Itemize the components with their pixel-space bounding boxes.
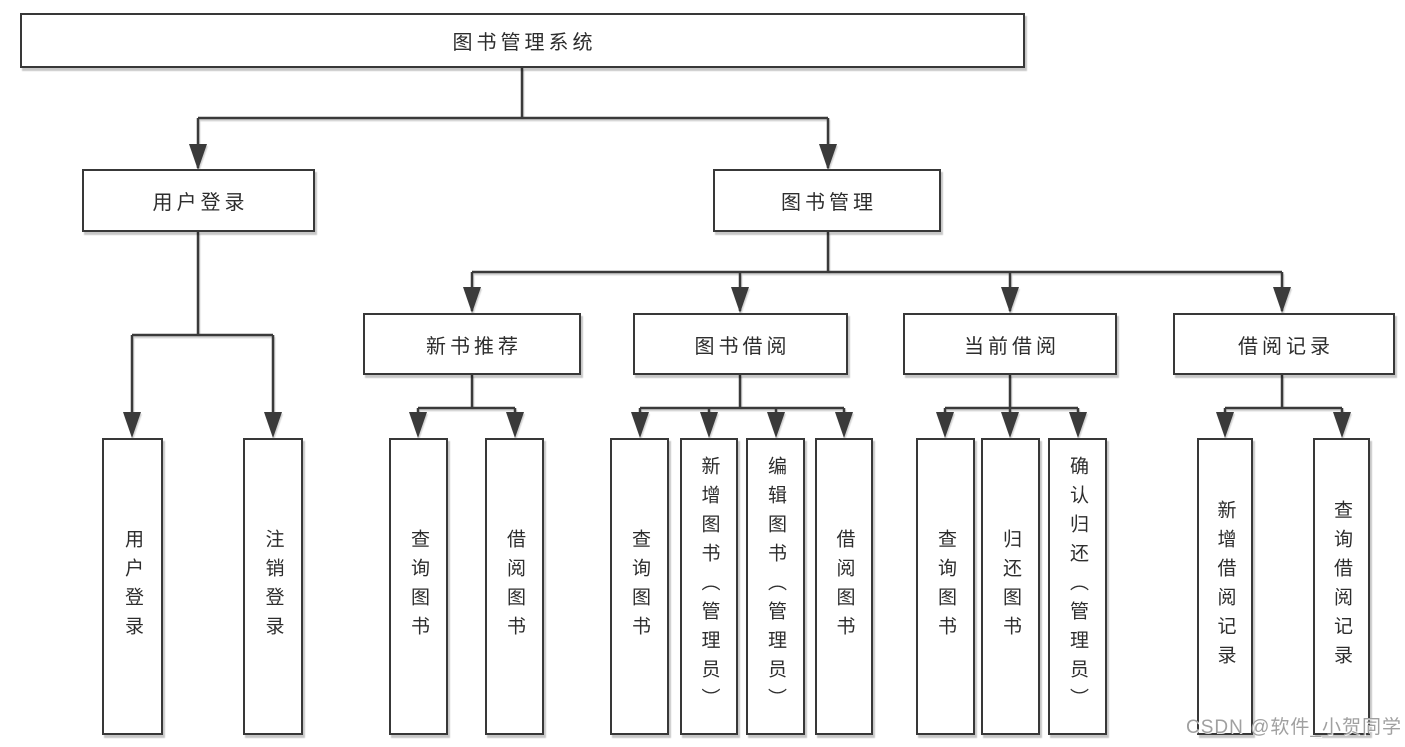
- leaf-edit-books-admin: 编辑图书（管理员）: [746, 438, 805, 735]
- leaf-label: 借阅图书: [504, 528, 525, 645]
- node-new-book-recommend: 新书推荐: [363, 313, 581, 375]
- leaf-label: 归还图书: [1000, 528, 1021, 645]
- node-label: 当前借阅: [964, 335, 1060, 358]
- leaf-borrow-books-recommend: 借阅图书: [485, 438, 544, 735]
- node-label: 用户登录: [152, 192, 249, 214]
- node-book-management-branch: 图书管理: [713, 169, 941, 232]
- node-label: 借阅记录: [1238, 335, 1334, 358]
- leaf-user-login: 用户登录: [102, 438, 163, 735]
- leaf-query-books-borrowing: 查询图书: [610, 438, 669, 735]
- node-label: 新书推荐: [426, 335, 522, 358]
- leaf-label: 查询图书: [935, 528, 956, 645]
- leaf-label: 借阅图书: [833, 528, 855, 645]
- node-label: 图书管理: [781, 192, 877, 214]
- leaf-query-books-current: 查询图书: [916, 438, 975, 735]
- leaf-confirm-return-admin: 确认归还（管理员）: [1048, 438, 1107, 735]
- leaf-label: 新增图书（管理员）: [698, 456, 720, 717]
- leaf-borrow-books-borrowing: 借阅图书: [815, 438, 873, 735]
- leaf-add-books-admin: 新增图书（管理员）: [680, 438, 738, 735]
- node-book-borrowing: 图书借阅: [633, 313, 848, 375]
- leaf-add-borrow-record: 新增借阅记录: [1197, 438, 1253, 735]
- leaf-label: 用户登录: [122, 528, 143, 645]
- leaf-label: 查询图书: [629, 528, 650, 645]
- node-label: 图书借阅: [694, 335, 791, 358]
- leaf-query-books-recommend: 查询图书: [389, 438, 448, 735]
- node-user-login-branch: 用户登录: [82, 169, 315, 232]
- leaf-label: 确认归还（管理员）: [1067, 456, 1088, 717]
- node-label: 图书管理系统: [452, 32, 597, 54]
- leaf-query-borrow-record: 查询借阅记录: [1313, 438, 1370, 735]
- node-borrowing-records: 借阅记录: [1173, 313, 1395, 375]
- node-current-borrowing: 当前借阅: [903, 313, 1117, 375]
- leaf-label: 注销登录: [262, 528, 284, 645]
- arrowheads: [123, 144, 1351, 438]
- leaf-label: 编辑图书（管理员）: [765, 456, 786, 717]
- leaf-logout: 注销登录: [243, 438, 303, 735]
- node-library-management-system: 图书管理系统: [20, 13, 1025, 68]
- leaf-label: 查询图书: [408, 528, 429, 645]
- csdn-watermark: CSDN @软件_小贺同学: [1186, 717, 1402, 738]
- leaf-label: 新增借阅记录: [1214, 499, 1236, 674]
- leaf-return-books: 归还图书: [981, 438, 1040, 735]
- leaf-label: 查询借阅记录: [1331, 499, 1352, 674]
